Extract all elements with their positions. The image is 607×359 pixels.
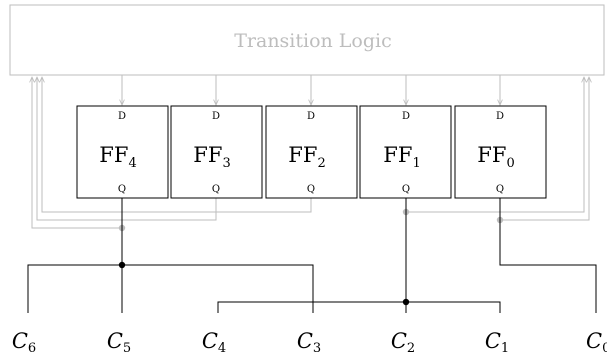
junction-ff4-bus: [118, 261, 126, 269]
c6-subscript: 6: [28, 341, 36, 356]
c5-subscript: 5: [123, 341, 131, 356]
ff0-subscript: 0: [506, 156, 514, 171]
feedback-ff3: [37, 77, 217, 221]
flip-flop-row: D FF4 Q D FF3 Q D FF2 Q D FF1 Q D FF0 Q: [76, 105, 547, 199]
ff0-q-pin: Q: [496, 184, 504, 195]
c2-name: C: [391, 329, 407, 353]
ff4-label: FF4: [99, 143, 136, 171]
ff1-name: FF: [383, 143, 412, 167]
feedback-ff0: [500, 77, 589, 221]
feedback-ff4: [32, 77, 122, 229]
output-labels: C6 C5 C4 C3 C2 C1 C0: [12, 329, 607, 356]
feedback-ff2: [42, 77, 312, 213]
flip-flop-ff4: D FF4 Q: [76, 105, 169, 199]
c5-name: C: [107, 329, 123, 353]
output-label-c5: C5: [107, 329, 131, 356]
output-wires: [27, 198, 597, 313]
transition-logic-label: Transition Logic: [234, 30, 392, 52]
ff0-box: [454, 105, 547, 199]
ff3-label: FF3: [193, 143, 230, 171]
ff1-q-pin: Q: [402, 184, 410, 195]
ff2-q-pin: Q: [307, 184, 315, 195]
ff3-box: [170, 105, 263, 199]
ff4-q-pin: Q: [118, 184, 126, 195]
ff2-d-pin: D: [307, 111, 315, 122]
ff4-d-pin: D: [118, 111, 126, 122]
ff2-subscript: 2: [317, 156, 325, 171]
c3-subscript: 3: [313, 341, 321, 356]
output-label-c6: C6: [12, 329, 36, 356]
c2-subscript: 2: [407, 341, 415, 356]
ff0-d-pin: D: [496, 111, 504, 122]
ff3-q-pin: Q: [212, 184, 220, 195]
output-label-c2: C2: [391, 329, 415, 356]
flip-flop-ff2: D FF2 Q: [265, 105, 358, 199]
ff3-name: FF: [193, 143, 222, 167]
ff0-label: FF0: [477, 143, 514, 171]
transition-logic-box: [9, 4, 605, 76]
ff4-name: FF: [99, 143, 128, 167]
c6-name: C: [12, 329, 28, 353]
c0-subscript: 0: [602, 341, 607, 356]
flip-flop-ff3: D FF3 Q: [170, 105, 263, 199]
c1-name: C: [485, 329, 501, 353]
feedback-ff1: [406, 77, 584, 213]
output-label-c1: C1: [485, 329, 509, 356]
c3-name: C: [297, 329, 313, 353]
ff1-subscript: 1: [412, 156, 420, 171]
ff4-box: [76, 105, 169, 199]
wire-ff0-to-c0: [499, 198, 597, 313]
ff3-subscript: 3: [222, 156, 230, 171]
c4-name: C: [202, 329, 218, 353]
output-label-c0: C0: [586, 329, 607, 356]
c4-subscript: 4: [218, 341, 226, 356]
ff2-name: FF: [288, 143, 317, 167]
ff1-label: FF1: [383, 143, 420, 171]
ff2-label: FF2: [288, 143, 325, 171]
feedback-wires: [32, 75, 589, 229]
transition-logic-block: Transition Logic: [9, 4, 605, 76]
ff0-name: FF: [477, 143, 506, 167]
output-junctions: [118, 261, 410, 306]
ff1-box: [359, 105, 452, 199]
ff3-d-pin: D: [212, 111, 220, 122]
c0-name: C: [586, 329, 602, 353]
output-label-c4: C4: [202, 329, 226, 356]
flip-flop-ff0: D FF0 Q: [454, 105, 547, 199]
ff4-subscript: 4: [128, 156, 136, 171]
wire-bus-c4-c1: [217, 301, 501, 313]
flip-flop-ff1: D FF1 Q: [359, 105, 452, 199]
c1-subscript: 1: [501, 341, 509, 356]
wire-bus-c6-c3: [27, 264, 314, 313]
junction-ff1-bus: [402, 298, 410, 306]
output-label-c3: C3: [297, 329, 321, 356]
ff2-box: [265, 105, 358, 199]
ff1-d-pin: D: [402, 111, 410, 122]
